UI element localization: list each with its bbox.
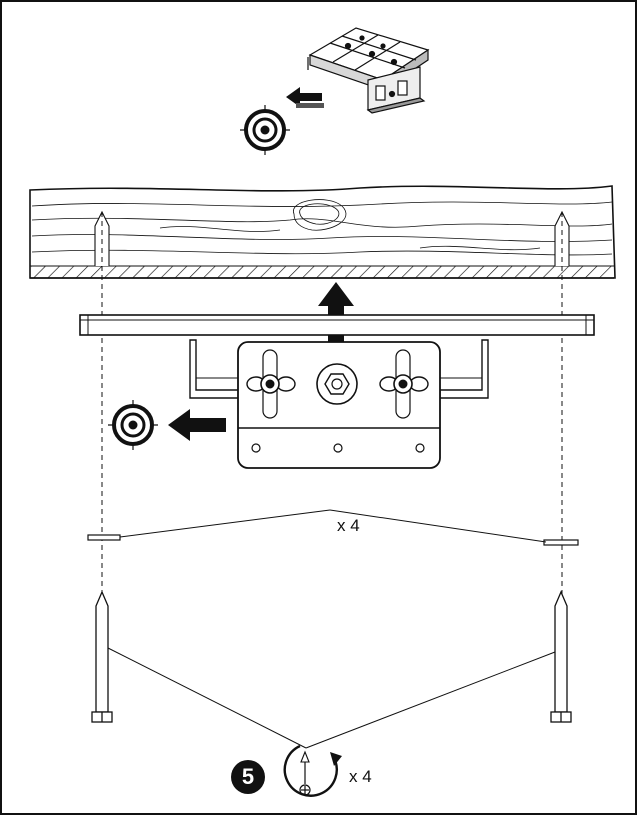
- up-direction-arrow: [318, 282, 354, 344]
- side-direction-arrow: [168, 409, 226, 441]
- crosshair-target-icon: [108, 400, 158, 450]
- screw-quantity-label: x 4: [349, 767, 372, 786]
- wooden-beam: [29, 185, 616, 279]
- washers: [87, 509, 579, 546]
- clockwise-rotation-icon: [283, 744, 342, 797]
- top-direction-arrow: [286, 87, 324, 108]
- lag-screws: [91, 590, 572, 749]
- crosshair-target-icon: [240, 105, 290, 155]
- mounting-bracket: [79, 314, 595, 469]
- step-number-badge: 5: [231, 760, 265, 794]
- washer-quantity-label: x 4: [337, 516, 360, 535]
- mount-overview-illustration: [307, 27, 430, 114]
